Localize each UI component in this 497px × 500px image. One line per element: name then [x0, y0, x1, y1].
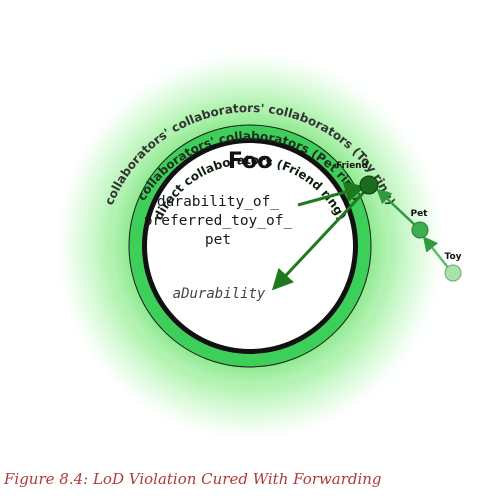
- pet-to-friend-arrow: [376, 188, 417, 227]
- pet-node: [411, 221, 429, 239]
- result-variable: aDurability: [173, 286, 266, 302]
- toy-to-pet-arrow: [422, 236, 451, 271]
- class-title: Foo: [228, 149, 272, 174]
- return-arrow: [271, 188, 368, 291]
- toy-node: [444, 264, 462, 282]
- call-arrow: [297, 181, 366, 207]
- method-name-line-2: preferred_toy_of_: [144, 213, 293, 229]
- pet-node-label: Pet: [410, 209, 428, 219]
- method-name-line-3: pet: [205, 232, 231, 248]
- foo-core: [147, 143, 353, 349]
- figure-caption: Figure 8.4: LoD Violation Cured With For…: [4, 470, 382, 488]
- toy-node-label: Toy: [445, 252, 462, 262]
- friend-node-label: Friend: [336, 161, 368, 171]
- method-name-line-1: durability_of_: [157, 194, 279, 210]
- friend-node: [359, 175, 379, 195]
